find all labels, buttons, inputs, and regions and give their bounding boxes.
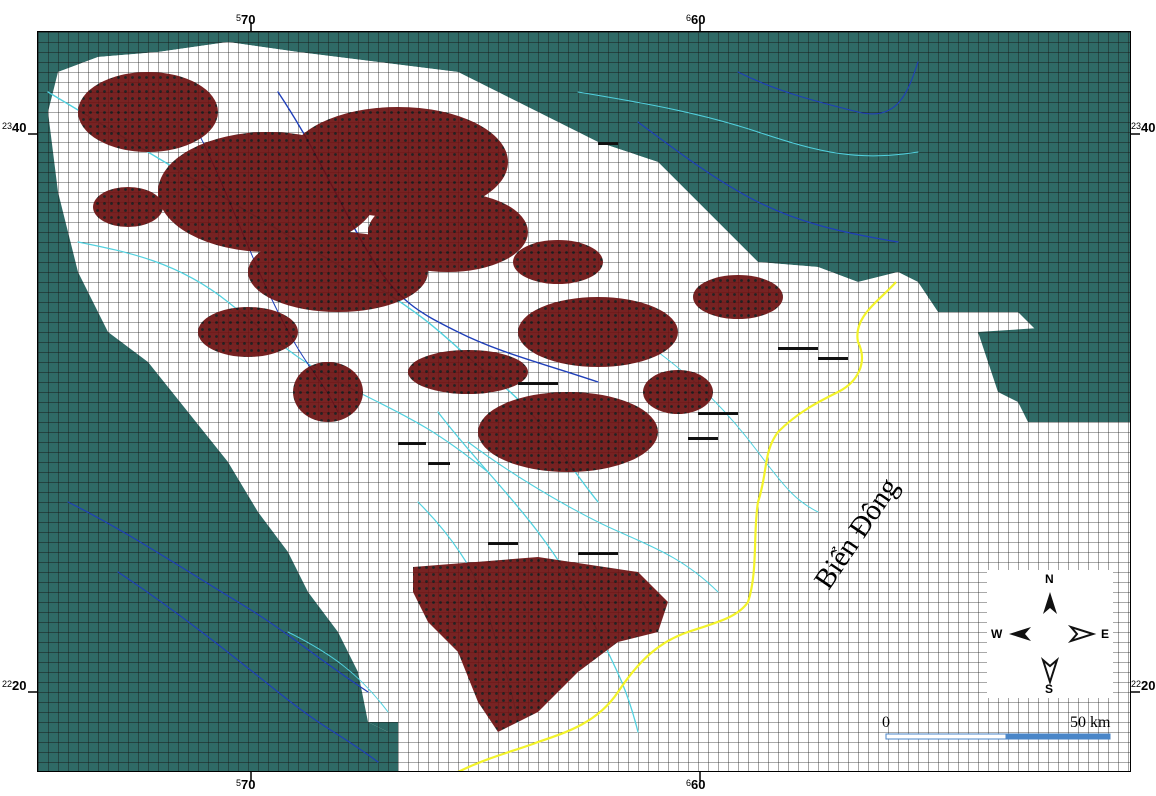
bottom-tick-660: 660 (686, 777, 706, 792)
top-tick-660: 660 (686, 12, 706, 27)
scale-start: 0 (882, 714, 890, 731)
left-tick-2340: 2340 (2, 120, 27, 135)
scale-bar: 0 50 km (880, 714, 1120, 746)
bottom-tick-570: 570 (236, 777, 256, 792)
well-clusters (78, 72, 783, 732)
coastline (457, 281, 897, 771)
map-canvas (38, 32, 1130, 771)
compass-arrows-icon (1009, 592, 1097, 686)
left-tick-2220: 2220 (2, 678, 27, 693)
point-label-marks (398, 142, 848, 555)
compass-w: W (991, 627, 1003, 641)
compass-s: S (1045, 682, 1054, 696)
compass-e: E (1101, 627, 1110, 641)
right-tick-2220: 2220 (1131, 678, 1156, 693)
compass-n: N (1045, 572, 1054, 586)
right-tick-2340: 2340 (1131, 120, 1156, 135)
scale-bar-graphic (885, 733, 1111, 740)
map-area: Biển Đông (37, 31, 1131, 772)
top-tick-570: 570 (236, 12, 256, 27)
compass-rose: N S W E (987, 570, 1113, 698)
scale-end: 50 km (1070, 714, 1111, 731)
